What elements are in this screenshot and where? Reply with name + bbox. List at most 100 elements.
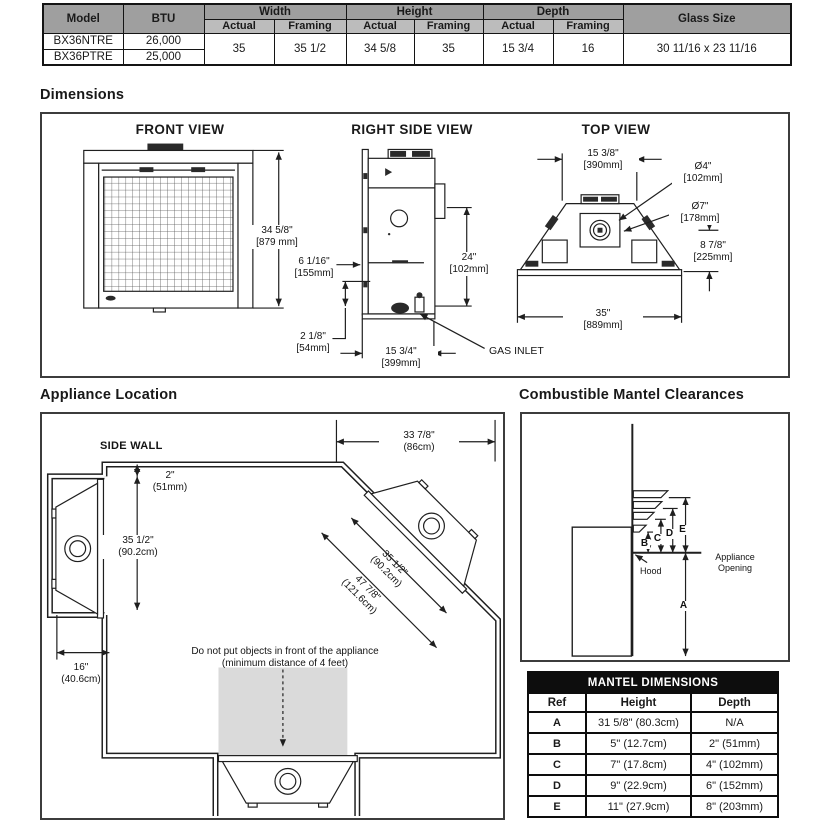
table-row: C 7" (17.8cm) 4" (102mm): [527, 753, 780, 776]
col-header-width: Width: [203, 3, 347, 20]
table-row: MANTEL DIMENSIONS: [526, 671, 780, 694]
cell-ref: A: [527, 711, 587, 734]
section-heading-appliance-location: Appliance Location: [40, 387, 178, 403]
top-width-label: 35"[889mm]: [563, 308, 643, 332]
dim-value: Ø7": [691, 201, 709, 212]
cell-ref: E: [527, 795, 587, 818]
top-flue-offset-label: 15 3/8"[390mm]: [567, 148, 639, 172]
cell-btu-2: 25,000: [122, 48, 205, 66]
label-line: Opening: [717, 562, 753, 573]
dim-value-mm: [155mm]: [294, 267, 334, 279]
clearance-warning-text: Do not put objects in front of the appli…: [175, 646, 395, 670]
appliance-location-drawing: [46, 419, 502, 817]
dim-value-mm: [178mm]: [680, 212, 720, 224]
side-wall-width-label: 35 1/2"(90.2cm): [102, 535, 174, 559]
mantel-clearances-drawing: [571, 423, 702, 657]
col-header-glass-size: Glass Size: [622, 3, 792, 34]
mantel-table-title: MANTEL DIMENSIONS: [526, 671, 780, 694]
dim-value-cm: (90.2cm): [118, 546, 158, 558]
table-row: Ref Height Depth: [527, 692, 780, 713]
cell-depth: 4" (102mm): [689, 753, 780, 776]
dim-value: 16": [73, 662, 89, 673]
table-row: Model BTU Width Height Depth Glass Size: [42, 3, 792, 34]
mantel-ref-e: E: [677, 525, 688, 535]
dim-value-mm: [390mm]: [583, 159, 623, 171]
dim-value-mm: [225mm]: [693, 251, 733, 263]
mantel-ref-a: A: [678, 600, 689, 611]
dim-value-mm: [879 mm]: [256, 236, 298, 248]
gas-inlet-label: GAS INLET: [489, 345, 544, 357]
subheader-height-framing: Framing: [413, 18, 484, 34]
subheader-width-actual: Actual: [203, 18, 275, 34]
cell-depth-actual: 15 3/4: [482, 32, 554, 66]
dim-value: 34 5/8": [261, 225, 293, 236]
dim-value: 6 1/16": [298, 256, 330, 267]
dim-value-mm: [102mm]: [683, 172, 723, 184]
cell-depth: 6" (152mm): [689, 774, 780, 797]
cell-model-2: BX36PTRE: [42, 48, 124, 66]
cell-ref: D: [527, 774, 587, 797]
dim-value-mm: [889mm]: [583, 319, 623, 331]
appliance-location-panel: SIDE WALL 33 7/8"(86cm) 2"(51mm) 35 1/2"…: [40, 412, 505, 820]
right-side-view-title: RIGHT SIDE VIEW: [351, 122, 473, 137]
dim-value: 33 7/8": [403, 430, 435, 441]
dim-value: 2": [165, 470, 175, 481]
dim-value: 35": [595, 308, 611, 319]
table-row: D 9" (22.9cm) 6" (152mm): [527, 774, 780, 797]
side-wall-label: SIDE WALL: [100, 440, 163, 452]
corner-wall-distance-label: 33 7/8"(86cm): [379, 430, 459, 454]
col-header-model: Model: [42, 3, 124, 34]
cell-height-framing: 35: [413, 32, 484, 66]
subheader-depth-actual: Actual: [482, 18, 554, 34]
side-base-label: 2 1/8"[54mm]: [282, 331, 344, 355]
cell-depth: N/A: [689, 711, 780, 734]
cell-btu-1: 26,000: [122, 32, 205, 50]
warning-line: (minimum distance of 4 feet): [221, 657, 349, 669]
front-view-title: FRONT VIEW: [135, 122, 225, 137]
mantel-ref-b: B: [639, 538, 650, 549]
mantel-ref-c: C: [652, 533, 663, 544]
dim-value: 15 3/4": [385, 346, 417, 357]
dim-value-cm: (40.6cm): [61, 673, 101, 685]
side-depth-label: 15 3/4"[399mm]: [364, 346, 438, 370]
flue-diameter-label: Ø4"[102mm]: [672, 161, 734, 185]
cell-height: 7" (17.8cm): [585, 753, 692, 776]
dim-value-cm: (86cm): [403, 441, 435, 453]
col-header-btu: BTU: [122, 3, 205, 34]
subheader-depth-framing: Framing: [552, 18, 624, 34]
col-header-height: Height: [345, 3, 484, 20]
cell-glass-size: 30 11/16 x 23 11/16: [622, 32, 792, 66]
cell-depth: 2" (51mm): [689, 732, 780, 755]
dim-value: 8 7/8": [700, 240, 726, 251]
subheader-height-actual: Actual: [345, 18, 415, 34]
dim-value: 35 1/2": [122, 535, 154, 546]
cell-height: 9" (22.9cm): [585, 774, 692, 797]
col-header-depth: Depth: [689, 692, 780, 713]
dim-value-mm: [54mm]: [296, 342, 330, 354]
label-line: Appliance: [715, 552, 755, 562]
dim-value: 24": [461, 252, 477, 263]
dim-value-mm: [399mm]: [381, 357, 421, 369]
col-header-ref: Ref: [527, 692, 587, 713]
side-vent-label: 24"[102mm]: [437, 252, 501, 276]
cell-height-actual: 34 5/8: [345, 32, 415, 66]
cell-height: 5" (12.7cm): [585, 732, 692, 755]
side-offset-label: 6 1/16"[155mm]: [286, 256, 342, 280]
cell-width-actual: 35: [203, 32, 275, 66]
table-row: E 11" (27.9cm) 8" (203mm): [527, 795, 780, 818]
dim-value-mm: (51mm): [152, 481, 188, 493]
cell-ref: B: [527, 732, 587, 755]
dimension-views-drawing: [83, 143, 719, 359]
table-row: BX36PTRE 25,000: [42, 48, 791, 66]
dim-value: 15 3/8": [587, 148, 619, 159]
table-row: B 5" (12.7cm) 2" (51mm): [527, 732, 780, 755]
dim-value: 2 1/8": [300, 331, 326, 342]
dim-value: Ø4": [694, 161, 712, 172]
dim-value-mm: [102mm]: [449, 263, 489, 275]
cell-depth: 8" (203mm): [689, 795, 780, 818]
col-header-height: Height: [585, 692, 692, 713]
hood-label: Hood: [640, 566, 662, 576]
niche-depth-label: 16"(40.6cm): [44, 662, 118, 686]
